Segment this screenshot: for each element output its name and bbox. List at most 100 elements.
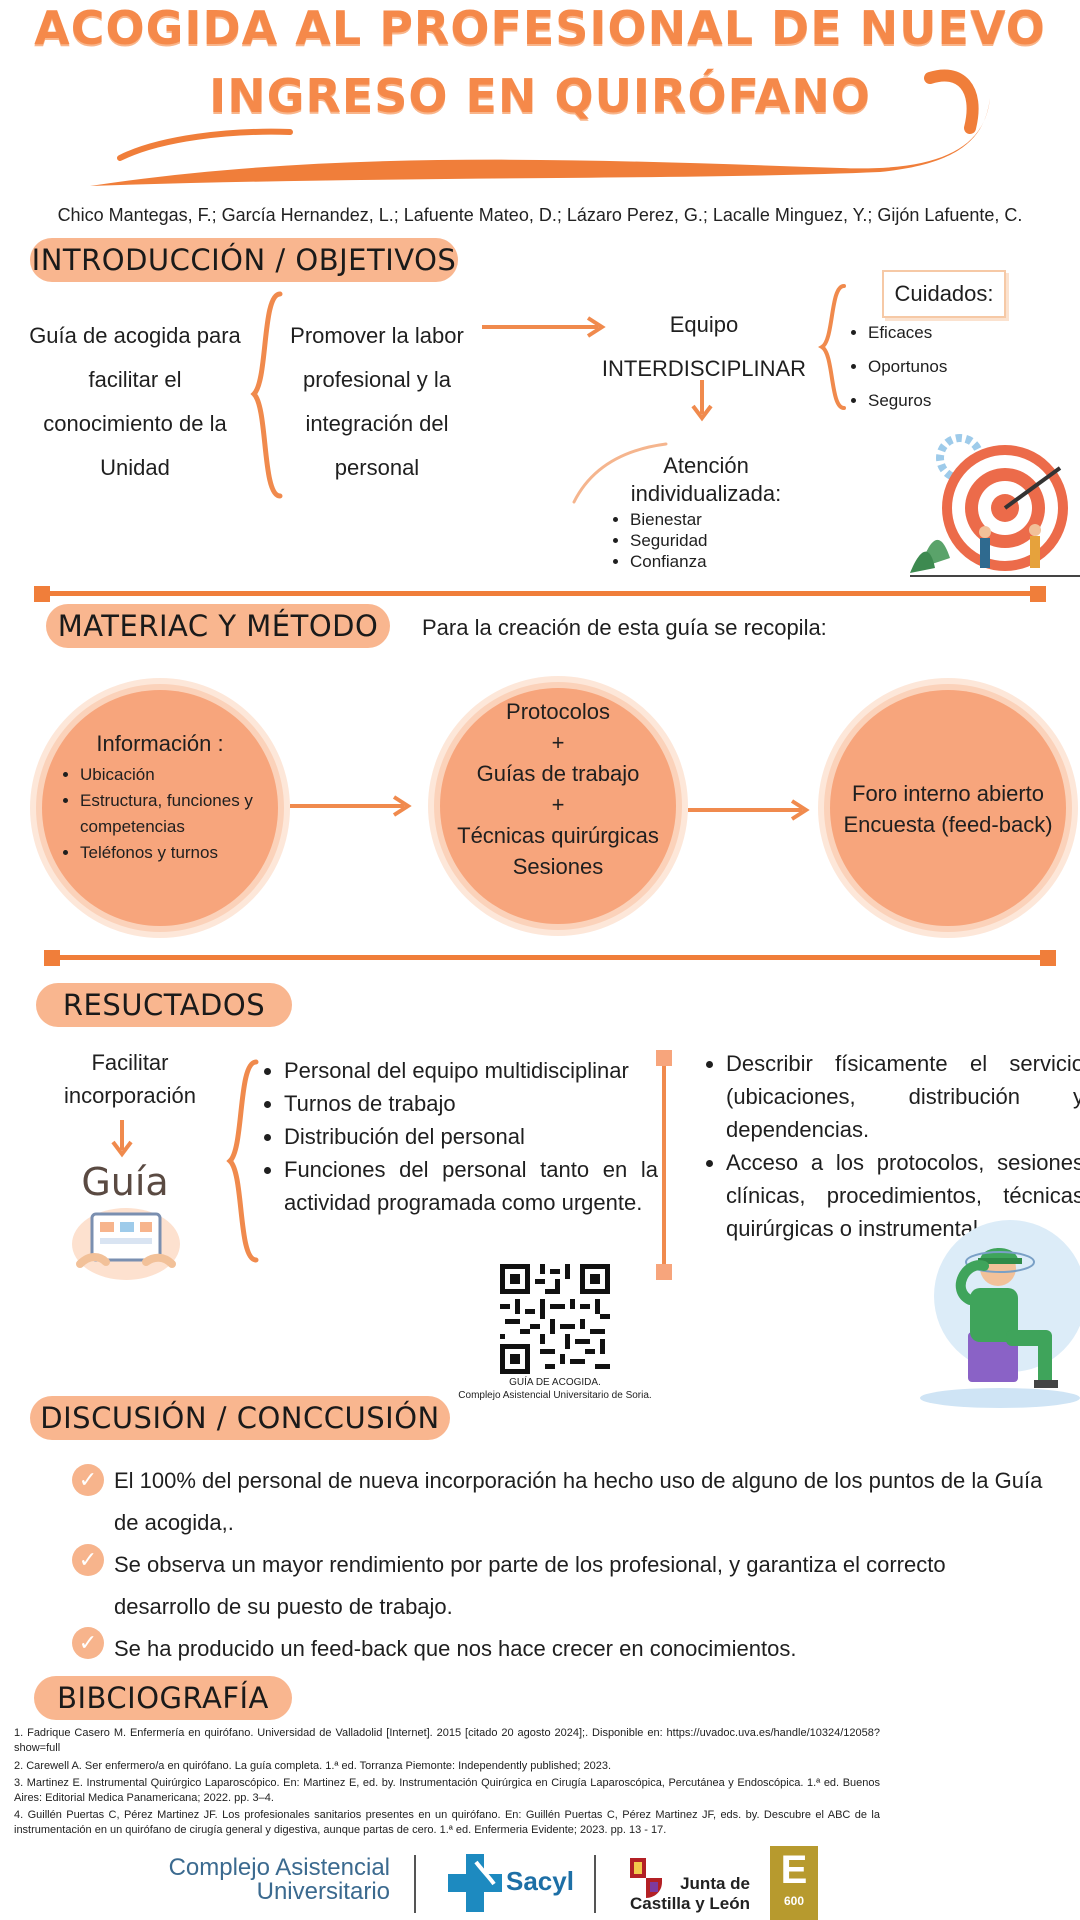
logo-complejo: Complejo Asistencial Universitario: [160, 1856, 390, 1904]
method-circle-info: [42, 690, 278, 926]
results-item: Turnos de trabajo: [284, 1087, 658, 1120]
results-list-2: Describir físicamente el servicio (ubica…: [704, 1047, 1080, 1245]
check-icon: ✓: [72, 1544, 104, 1576]
logo-separator: [414, 1855, 416, 1913]
care-label: Cuidados:: [882, 270, 1006, 318]
sacyl-cross-icon: [448, 1854, 502, 1912]
method-circle-protocols-text: Protocolos + Guías de trabajo + Técnicas…: [430, 696, 686, 882]
target-illustration-icon: [910, 434, 1080, 577]
divider-end-right: [1040, 950, 1056, 966]
facilitate-text: Facilitar incorporación: [63, 1050, 197, 1108]
qr-code-icon[interactable]: [500, 1264, 610, 1374]
method-circle-forum-text: Foro interno abierto Encuesta (feed-back…: [830, 778, 1066, 840]
curve-decoration: [572, 442, 668, 504]
logo-complejo-line: Universitario: [256, 1878, 390, 1905]
divider-end-right: [1030, 586, 1046, 602]
methods-intro: Para la creación de esta guía se recopil…: [422, 615, 827, 640]
discussion-item: Se observa un mayor rendimiento por part…: [114, 1552, 946, 1619]
arrow-right-icon: [688, 799, 810, 821]
team-text: Equipo INTERDISCIPLINAR: [584, 303, 824, 391]
results-item: Acceso a los protocolos, sesiones clínic…: [726, 1146, 1080, 1245]
care-item: Oportunos: [868, 350, 1018, 384]
check-icon: ✓: [72, 1627, 104, 1659]
attention-item: Bienestar: [630, 509, 810, 530]
logo-junta: Junta de Castilla y León: [616, 1874, 750, 1914]
info-item: Ubicación: [80, 762, 302, 788]
qr-caption-line: GUÍA DE ACOGIDA.: [509, 1377, 601, 1388]
bib-entry: 1. Fadrique Casero M. Enfermería en quir…: [14, 1727, 880, 1754]
protocols-line: Protocolos: [506, 699, 610, 724]
qr-caption-line: Complejo Asistencial Universitario de So…: [458, 1390, 652, 1401]
section-divider: [40, 591, 1040, 596]
vertical-divider-end: [656, 1264, 672, 1280]
divider-end-left: [34, 586, 50, 602]
divider-end-left: [44, 950, 60, 966]
discussion-item: El 100% del personal de nueva incorporac…: [114, 1468, 1043, 1535]
quality-badge: E 600: [770, 1846, 818, 1920]
attention-label: Atención individualizada:: [630, 453, 782, 506]
bib-entry: 2. Carewell A. Ser enfermero/a en quiróf…: [14, 1760, 612, 1772]
protocols-line: Guías de trabajo: [476, 761, 640, 786]
left-brace-icon: [250, 291, 283, 499]
method-circle-info-list: Ubicación Estructura, funciones y compet…: [58, 762, 302, 866]
results-item: Distribución del personal: [284, 1120, 658, 1153]
results-brace-icon: [226, 1059, 259, 1263]
section-divider: [50, 955, 1040, 960]
protocols-line: Técnicas quirúrgicas: [457, 823, 659, 848]
intro-guide-text: Guía de acogida para facilitar el conoci…: [29, 323, 241, 480]
forum-line: Encuesta (feed-back): [843, 812, 1053, 837]
arrow-down-icon: [691, 380, 713, 422]
method-circle-info-title: Información :: [96, 731, 224, 756]
results-vertical-divider: [662, 1054, 666, 1272]
poster-title-line2: INGRESO EN QUIRÓFANO: [209, 69, 871, 123]
team-line1: Equipo: [669, 312, 739, 337]
care-item: Eficaces: [868, 316, 1018, 350]
methods-heading: MATERIAC Y MÉTODO: [46, 604, 390, 648]
intro-heading: INTRODUCCIÓN / OBJETIVOS: [30, 238, 458, 282]
logo-complejo-line: Complejo Asistencial: [168, 1854, 390, 1881]
info-item: Teléfonos y turnos: [80, 840, 302, 866]
info-item: Estructura, funciones y competencias: [80, 788, 302, 840]
care-brace-icon: [818, 284, 846, 410]
poster-title-line1: ACOGIDA AL PROFESIONAL DE NUEVO: [34, 1, 1046, 55]
tablet-illustration-icon: [72, 1208, 180, 1280]
care-list: Eficaces Oportunos Seguros: [846, 316, 1018, 418]
protocols-line: Sesiones: [512, 854, 604, 879]
intro-promote-text: Promover la labor profesional y la integ…: [290, 323, 464, 480]
bib-entry: 4. Guillén Puertas C, Pérez Martinez JF.…: [14, 1809, 880, 1836]
team-line2: INTERDISCIPLINAR: [601, 356, 807, 381]
vertical-divider-end: [656, 1050, 672, 1066]
logo-junta-line: Junta de: [680, 1874, 750, 1893]
check-icon: ✓: [72, 1464, 104, 1496]
bib-entry: 3. Martinez E. Instrumental Quirúrgico L…: [14, 1777, 880, 1804]
results-item: Funciones del personal tanto en la activ…: [284, 1153, 658, 1219]
arrow-right-icon: [290, 795, 412, 817]
attention-item: Seguridad: [630, 530, 810, 551]
method-circle-protocols: [440, 688, 676, 924]
quality-badge-number: 600: [783, 1894, 805, 1908]
discussion-heading: DISCUSIÓN / CONCCUSIÓN: [30, 1396, 450, 1440]
logo-sacyl: Sacyl: [506, 1866, 574, 1896]
guide-word: Guía: [81, 1160, 169, 1204]
results-heading: RESUCTADOS: [36, 983, 292, 1027]
attention-list: Bienestar Seguridad Confianza: [608, 509, 810, 572]
bibliography-heading: BIBCIOGRAFÍA: [34, 1676, 292, 1720]
arrow-right-icon: [482, 316, 606, 338]
quality-badge-letter: E: [780, 1848, 808, 1892]
qr-caption: GUÍA DE ACOGIDA. Complejo Asistencial Un…: [440, 1376, 670, 1402]
attention-item: Confianza: [630, 551, 810, 572]
arrow-down-icon: [111, 1120, 133, 1158]
method-circle-forum: [830, 690, 1066, 926]
results-item: Personal del equipo multidisciplinar: [284, 1054, 658, 1087]
results-item: Describir físicamente el servicio (ubica…: [726, 1047, 1080, 1146]
logo-separator: [594, 1855, 596, 1913]
care-item: Seguros: [868, 384, 1018, 418]
authors-line: Chico Mantegas, F.; García Hernandez, L.…: [57, 205, 1023, 225]
protocols-line: +: [551, 792, 565, 817]
junta-shield-icon: [630, 1858, 662, 1898]
nurse-illustration-icon: [920, 1220, 1080, 1408]
results-list-1: Personal del equipo multidisciplinar Tur…: [262, 1054, 658, 1219]
forum-line: Foro interno abierto: [852, 781, 1044, 806]
title-swoosh: [90, 69, 990, 186]
logo-junta-line: Castilla y León: [630, 1894, 750, 1913]
